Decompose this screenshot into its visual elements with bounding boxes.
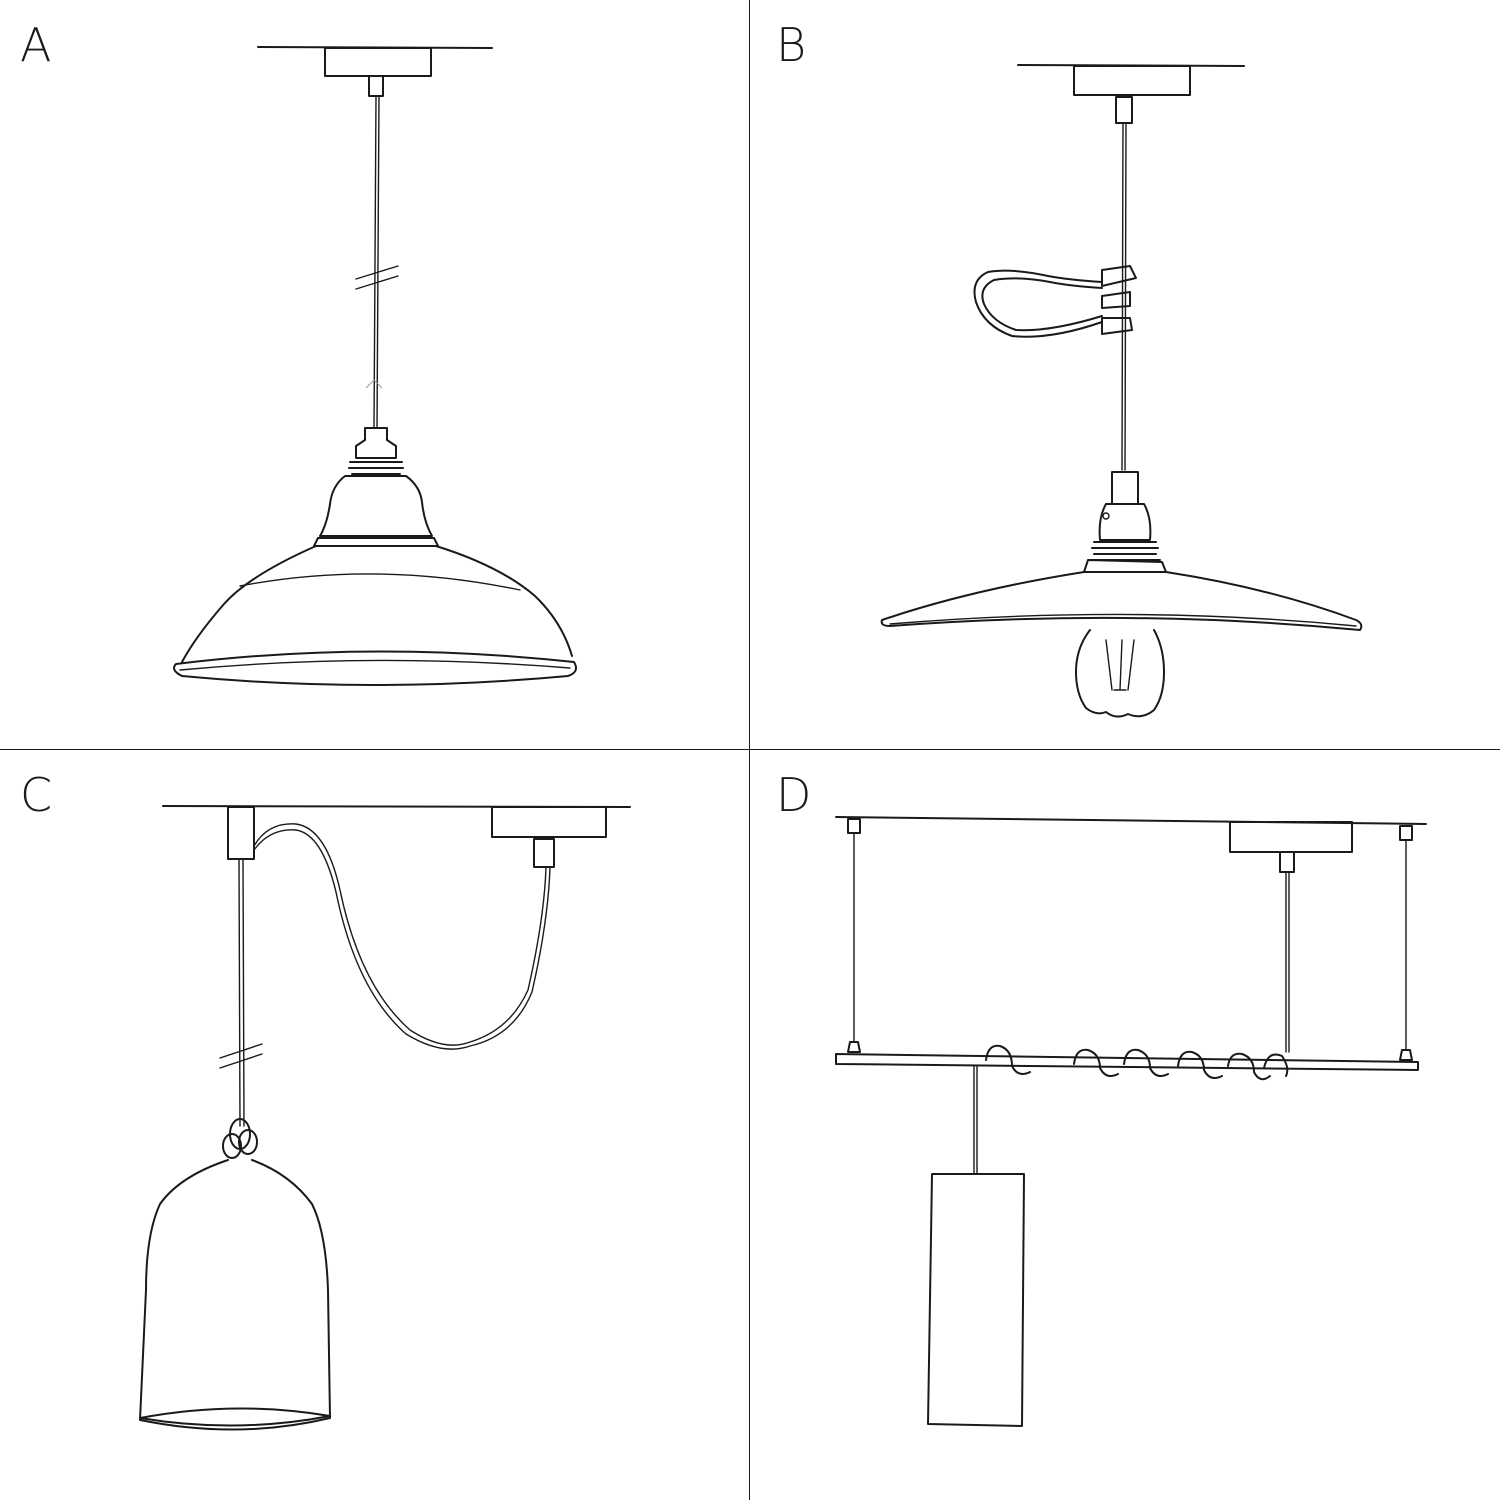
panel-label: B xyxy=(776,18,807,72)
offset-cord xyxy=(253,823,547,1046)
bulb-filament xyxy=(1105,639,1135,691)
lamp-a-drawing xyxy=(173,46,577,686)
panel-a: A xyxy=(0,0,749,749)
cord-clip-top xyxy=(1101,265,1137,287)
cord-grip xyxy=(1115,96,1133,124)
lamp-holder xyxy=(355,427,397,459)
bell-shade-rim xyxy=(139,1407,331,1427)
panel-label: D xyxy=(776,768,812,822)
lamp-d-drawing xyxy=(835,816,1427,1427)
panel-d: D xyxy=(750,750,1499,1499)
power-cord xyxy=(1121,122,1124,471)
panel-label: C xyxy=(20,768,53,822)
holder-thread xyxy=(348,461,404,475)
flat-shade xyxy=(880,571,1363,631)
holder-thread xyxy=(1089,541,1161,561)
lamp-b-drawing xyxy=(880,64,1363,718)
ceiling-canopy xyxy=(324,47,432,77)
ceiling-canopy xyxy=(1229,821,1353,853)
cord-grip xyxy=(1279,851,1295,873)
cord-clip-middle xyxy=(1101,291,1131,309)
cord-hook xyxy=(227,806,255,860)
panel-label: A xyxy=(20,18,52,72)
cord-break-mark xyxy=(219,1043,263,1059)
vertical-divider xyxy=(749,0,750,1500)
power-cord xyxy=(373,95,377,429)
cord-break-mark xyxy=(355,265,399,280)
lamp-holder xyxy=(1098,503,1152,541)
cord-clip-bottom xyxy=(1101,317,1133,335)
panel-b: B xyxy=(750,0,1499,749)
cord-grip xyxy=(533,838,555,868)
panel-c: C xyxy=(0,750,749,1499)
lamp-c-drawing xyxy=(139,805,631,1431)
cord-grip xyxy=(368,75,384,97)
power-cord xyxy=(238,858,241,1127)
cord-loop xyxy=(973,269,1103,338)
bell-shade xyxy=(139,1159,331,1431)
suspension-bar xyxy=(835,1053,1419,1071)
anchor-left xyxy=(847,818,861,834)
shade-rim xyxy=(173,650,577,686)
cord-grip-lower xyxy=(1111,471,1139,505)
ceiling-canopy xyxy=(491,806,607,838)
anchor-right xyxy=(1399,825,1413,841)
horizontal-divider xyxy=(0,749,1500,750)
wrapped-cord xyxy=(985,1044,1031,1075)
shade-body xyxy=(181,545,317,663)
ceiling-canopy xyxy=(1073,65,1191,96)
cylinder-shade xyxy=(927,1173,1025,1427)
edison-bulb xyxy=(1075,629,1165,718)
shade-neck xyxy=(319,475,433,537)
